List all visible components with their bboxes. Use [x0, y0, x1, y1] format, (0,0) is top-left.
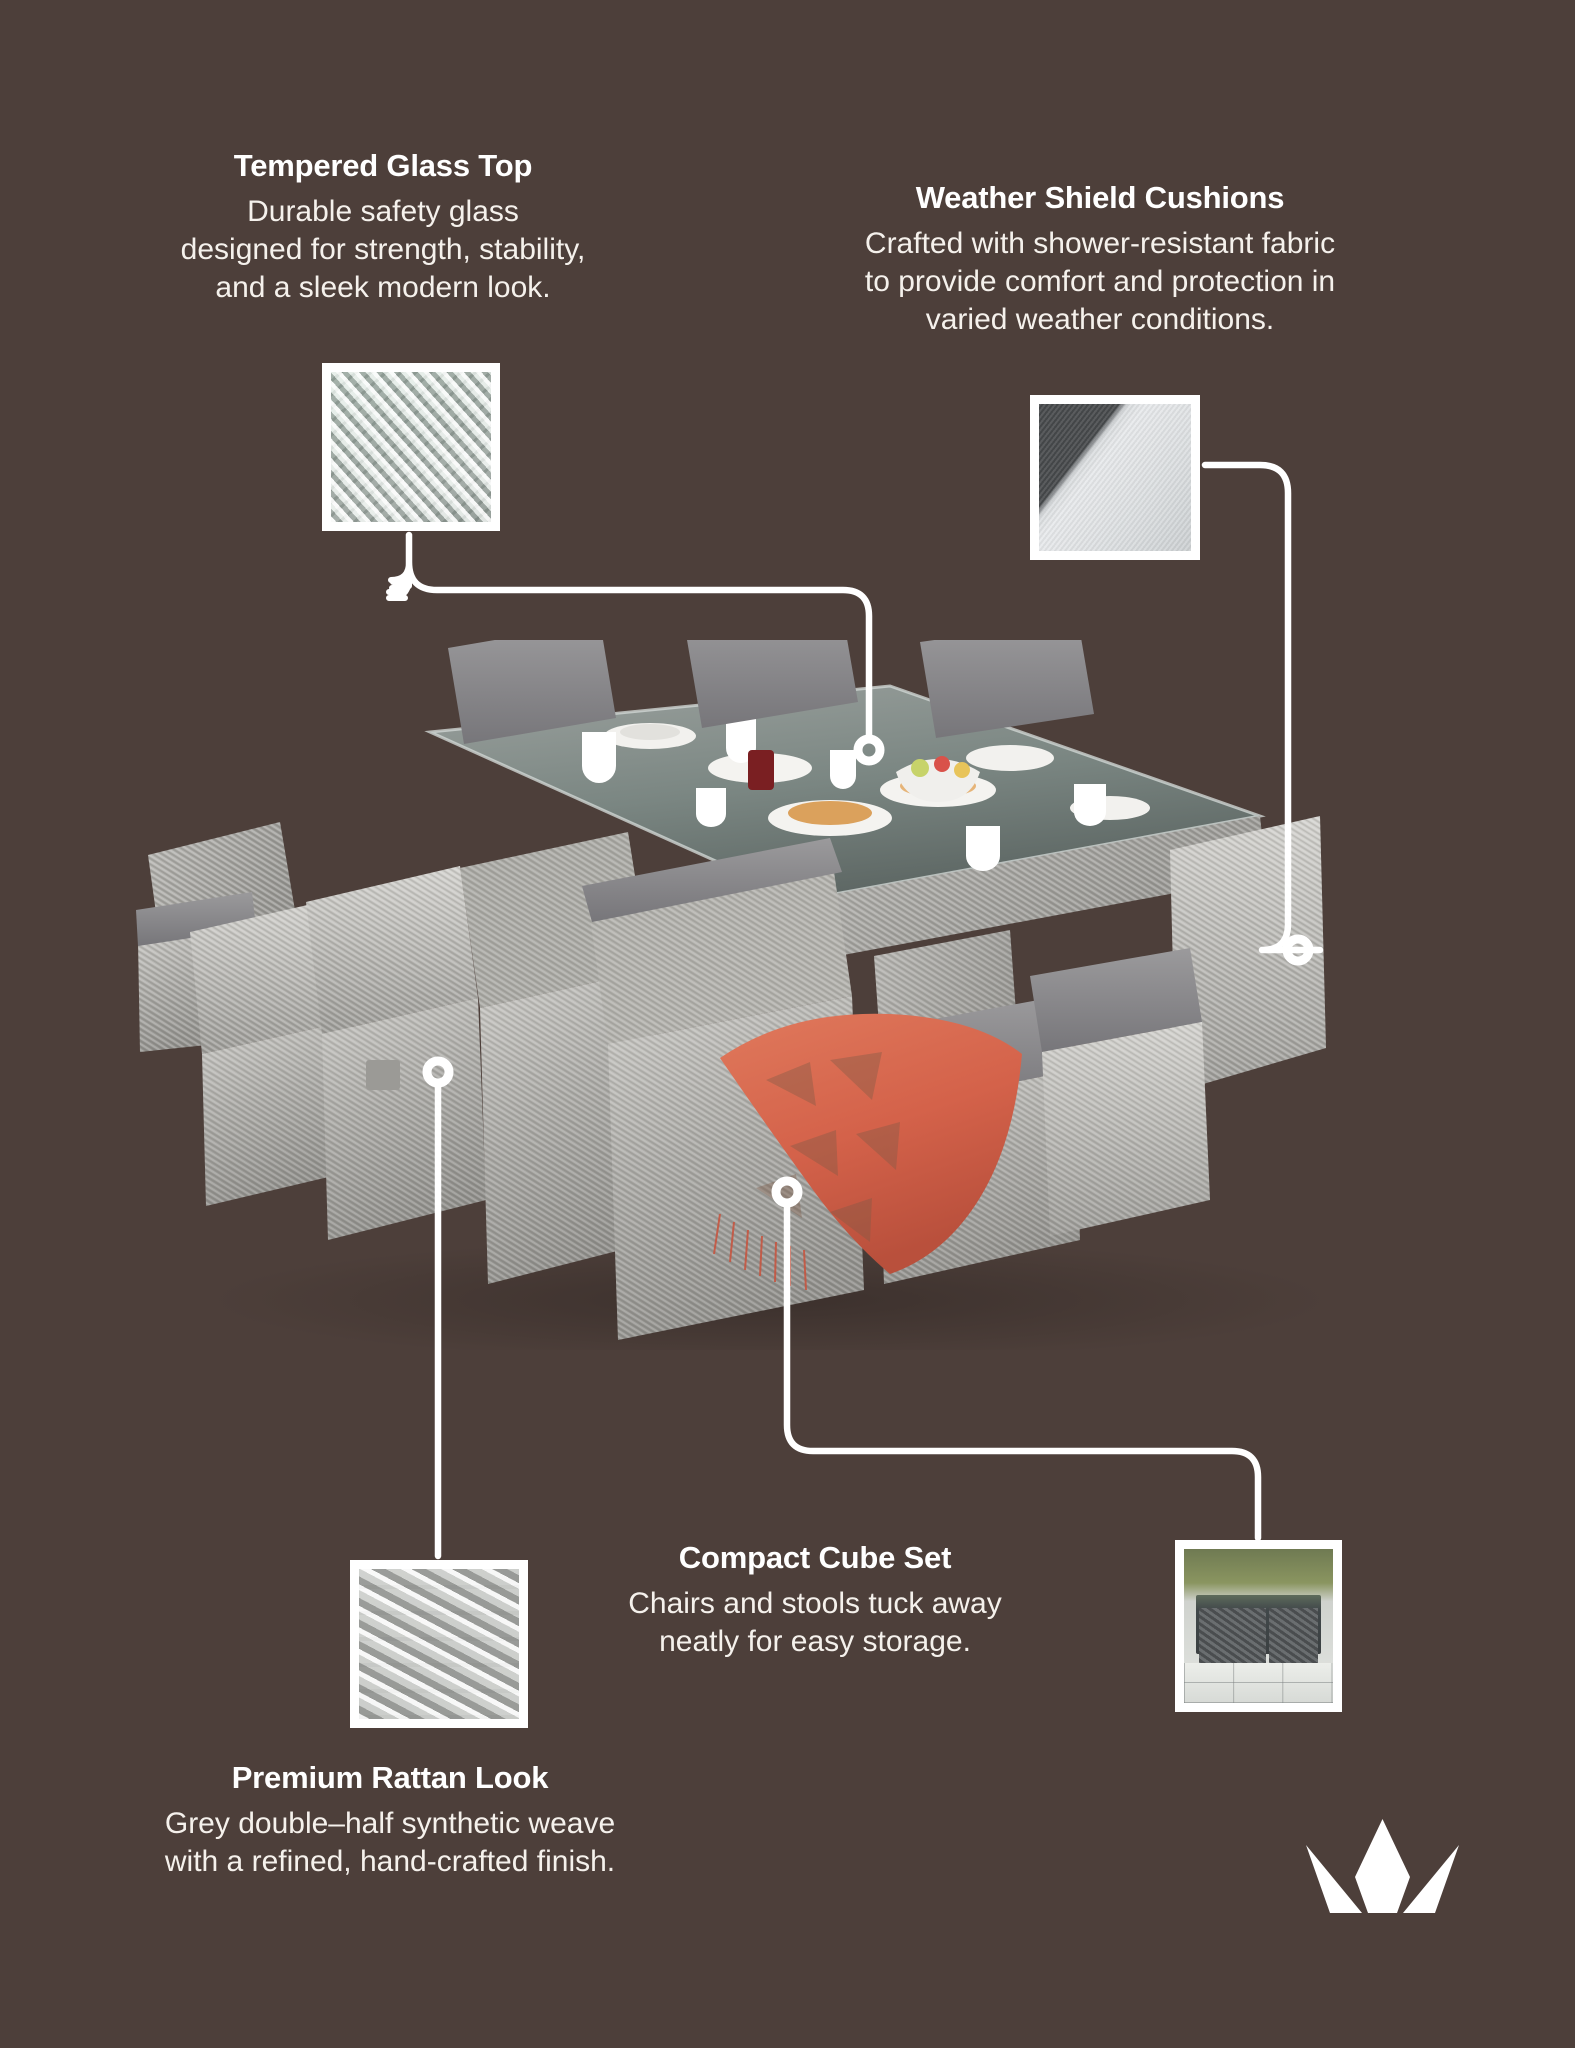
callout-line: Chairs and stools tuck away	[628, 1586, 1002, 1620]
swatch-premium-rattan	[350, 1560, 528, 1728]
callout-body-compact-cube: Chairs and stools tuck away neatly for e…	[605, 1585, 1025, 1662]
product-photo	[130, 640, 1420, 1350]
callout-compact-cube-set: Compact Cube Set Chairs and stools tuck …	[605, 1540, 1025, 1661]
callout-title-weather-shield: Weather Shield Cushions	[915, 180, 1285, 215]
callout-title-compact-cube: Compact Cube Set	[678, 1540, 952, 1575]
callout-body-weather-shield: Crafted with shower-resistant fabric to …	[790, 225, 1410, 340]
crown-icon	[1306, 1819, 1459, 1913]
swatch-tempered-glass	[322, 363, 500, 531]
callout-title-tempered-glass: Tempered Glass Top	[233, 148, 533, 183]
callout-line: neatly for easy storage.	[659, 1624, 971, 1658]
callout-line: Grey double–half synthetic weave	[164, 1806, 616, 1840]
callout-line: Durable safety glass	[247, 194, 519, 228]
swatch-compact-cube-set	[1175, 1540, 1342, 1712]
callout-line: to provide comfort and protection in	[864, 264, 1336, 298]
callout-line: and a sleek modern look.	[215, 271, 551, 305]
callout-line: Crafted with shower-resistant fabric	[864, 226, 1336, 260]
connector-line-glass	[388, 533, 412, 583]
callout-title-premium-rattan: Premium Rattan Look	[231, 1760, 549, 1795]
cube-set-patio-photo	[1184, 1549, 1333, 1703]
callout-line: with a refined, hand-crafted finish.	[164, 1844, 616, 1878]
callout-body-premium-rattan: Grey double–half synthetic weave with a …	[110, 1805, 670, 1882]
rattan-weave-texture	[359, 1569, 519, 1719]
swatch-weather-shield-cushion	[1030, 395, 1200, 560]
callout-line: designed for strength, stability,	[180, 232, 586, 266]
callout-tempered-glass-top: Tempered Glass Top Durable safety glass …	[105, 148, 661, 308]
callout-line: varied weather conditions.	[925, 303, 1275, 337]
callout-body-tempered-glass: Durable safety glass designed for streng…	[105, 193, 661, 308]
cushion-fabric-texture	[1039, 404, 1191, 551]
glass-weave-texture	[331, 372, 491, 522]
brand-logo	[1300, 1815, 1465, 1935]
callout-premium-rattan-look: Premium Rattan Look Grey double–half syn…	[110, 1760, 670, 1881]
callout-weather-shield-cushions: Weather Shield Cushions Crafted with sho…	[790, 180, 1410, 340]
